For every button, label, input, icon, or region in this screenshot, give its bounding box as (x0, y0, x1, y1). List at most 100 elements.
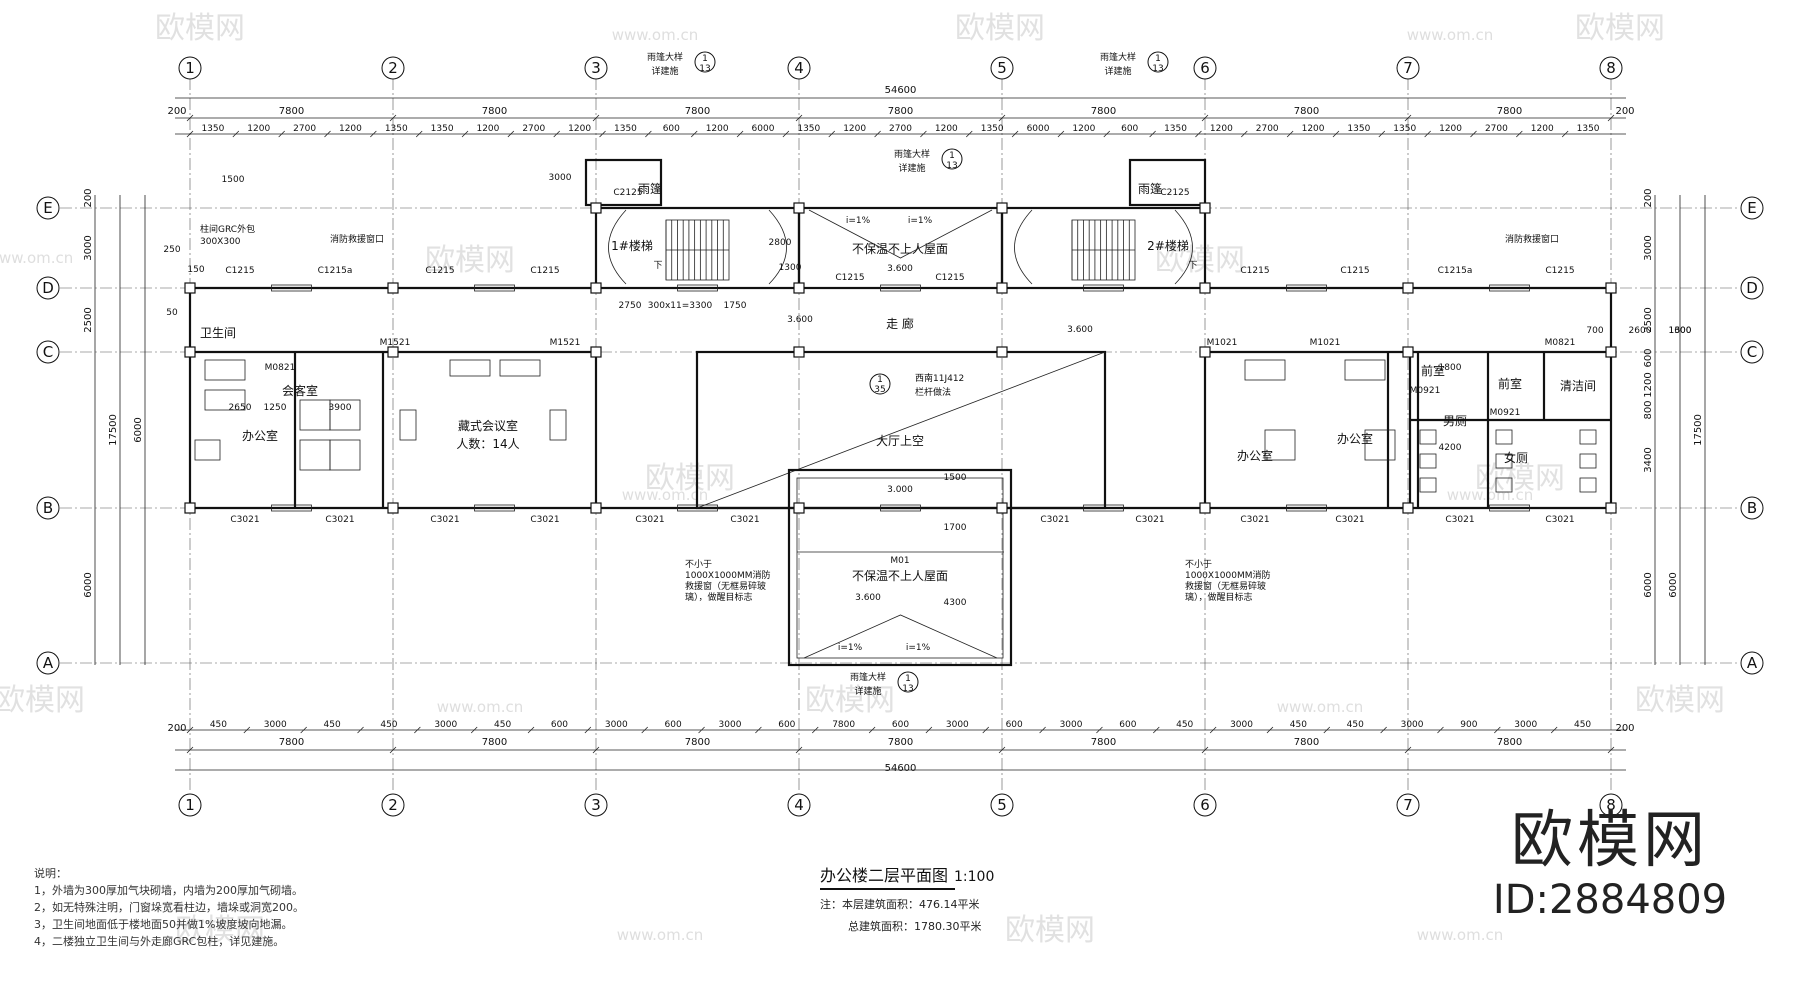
note-item: 4，二楼独立卫生间与外走廊GRC包柱，详见建施。 (34, 935, 285, 948)
bay-dimension: 7800 (1091, 106, 1116, 117)
fire-note: 1000X1000MM消防 (1185, 569, 1271, 581)
dimension-tick (324, 130, 331, 138)
column (184, 282, 196, 294)
window (271, 284, 312, 292)
structural-columns (184, 202, 1617, 514)
dimension-tick (527, 726, 535, 734)
detail-callout-bubble (941, 148, 963, 170)
column (590, 282, 602, 294)
column (1199, 346, 1211, 358)
segment-dimension: 600 (551, 720, 568, 730)
dimension-tick (1209, 726, 1217, 734)
segment-dimension: 6000 (1027, 124, 1050, 134)
axis-column-label: 3 (591, 796, 601, 814)
column (793, 346, 805, 358)
brand-watermark-logo: 欧模网 ID:2884809 (1480, 805, 1740, 925)
axis-bubble (1193, 793, 1217, 817)
dimension-tick (553, 130, 560, 138)
segment-dimension: 7800 (832, 720, 855, 730)
vertical-dimension: 6000 (83, 572, 94, 597)
segment-dimension: 450 (1176, 720, 1193, 730)
dimension-tick (389, 114, 397, 122)
bay-dimension: 7800 (1294, 106, 1319, 117)
detail-dimension: 3000 (549, 173, 572, 183)
dimension-tick (965, 130, 973, 138)
edge-dimension: 200 (167, 723, 186, 734)
segment-dimension: 600 (1006, 720, 1023, 730)
detail-dimension: 1700 (944, 523, 967, 533)
opening-code: M01 (890, 556, 909, 566)
stair-curve (1014, 209, 1033, 285)
axis-bubble (381, 56, 405, 80)
opening-code: C1215 (425, 266, 454, 276)
toilet-fixture (1495, 453, 1513, 469)
furniture (204, 359, 246, 381)
slope-mark: i=1% (846, 216, 871, 226)
opening-code: C3021 (1545, 515, 1574, 525)
dimension-tick (736, 130, 744, 138)
dimension-tick (1096, 726, 1103, 734)
axis-bubble (1193, 56, 1217, 80)
axis-bubble (36, 276, 60, 300)
dimension-tick (920, 130, 927, 138)
dimension-tick (1266, 726, 1274, 734)
room-name: 大厅上空 (876, 434, 924, 448)
callout-sheet: 13 (902, 684, 913, 694)
dimension-tick (1404, 114, 1412, 122)
opening-code: C3021 (1135, 515, 1164, 525)
dimension-tick (1607, 746, 1615, 754)
segment-dimension: 450 (1347, 720, 1364, 730)
segment-dimension: 600 (663, 124, 680, 134)
callout-ref: 详建施 (854, 685, 881, 697)
furniture (204, 389, 246, 411)
opening-code: C1215 (1545, 266, 1574, 276)
building-walls (188, 158, 1613, 667)
bay-dimension: 7800 (482, 737, 507, 748)
axis-column-label: 4 (794, 59, 804, 77)
axis-column-label: 5 (997, 796, 1007, 814)
callout-ref: 栏杆做法 (915, 386, 951, 398)
callout-title: 雨篷大样 (894, 148, 930, 160)
column (387, 282, 399, 294)
opening-code: C3021 (325, 515, 354, 525)
callout-sheet: 13 (699, 64, 710, 74)
opening-code: C1215 (935, 273, 964, 283)
callout-title: 雨篷大样 (850, 671, 886, 683)
detail-dimension: 1800 (1439, 363, 1462, 373)
note-item: 3，卫生间地面低于楼地面50并做1%坡度坡向地漏。 (34, 918, 293, 931)
axis-bubble (990, 56, 1014, 80)
segment-dimension: 1350 (1577, 124, 1600, 134)
south-roof (787, 468, 1013, 667)
stair-direction: 下 (1188, 261, 1197, 271)
window (677, 284, 718, 292)
south-roof-inner (796, 477, 1004, 659)
furniture (449, 359, 491, 377)
axis-column-label: 4 (794, 796, 804, 814)
dimension-tick (811, 726, 819, 734)
floor-area-note: 注：本层建筑面积：476.14平米 (820, 898, 980, 911)
dimension-tick (1201, 114, 1209, 122)
axis-bubble (1740, 196, 1764, 220)
model-id: ID:2884809 (1492, 877, 1728, 923)
furniture (299, 399, 331, 431)
vertical-dimension: 3000 (1643, 235, 1654, 260)
axis-bubble (584, 793, 608, 817)
edge-dimension: 200 (1615, 723, 1634, 734)
detail-dimension: 300x11=3300 (648, 301, 713, 311)
room-name: 办公室 (1337, 431, 1373, 446)
opening-code: C2125 (613, 188, 642, 198)
notes-heading: 说明： (34, 867, 67, 880)
dimension-tick (1103, 130, 1111, 138)
brand-name: 欧模网 (1510, 803, 1709, 876)
segment-dimension: 1350 (1164, 124, 1187, 134)
opening-code: C1215 (835, 273, 864, 283)
axis-column-label: 2 (388, 796, 398, 814)
toilet-fixture (1495, 477, 1513, 493)
edge-dimension: 200 (1615, 106, 1634, 117)
axis-row-label: E (43, 199, 52, 217)
opening-code: C3021 (730, 515, 759, 525)
opening-code: M1021 (1310, 338, 1341, 348)
detail-dimension: 1500 (222, 175, 245, 185)
segment-dimension: 2700 (889, 124, 912, 134)
